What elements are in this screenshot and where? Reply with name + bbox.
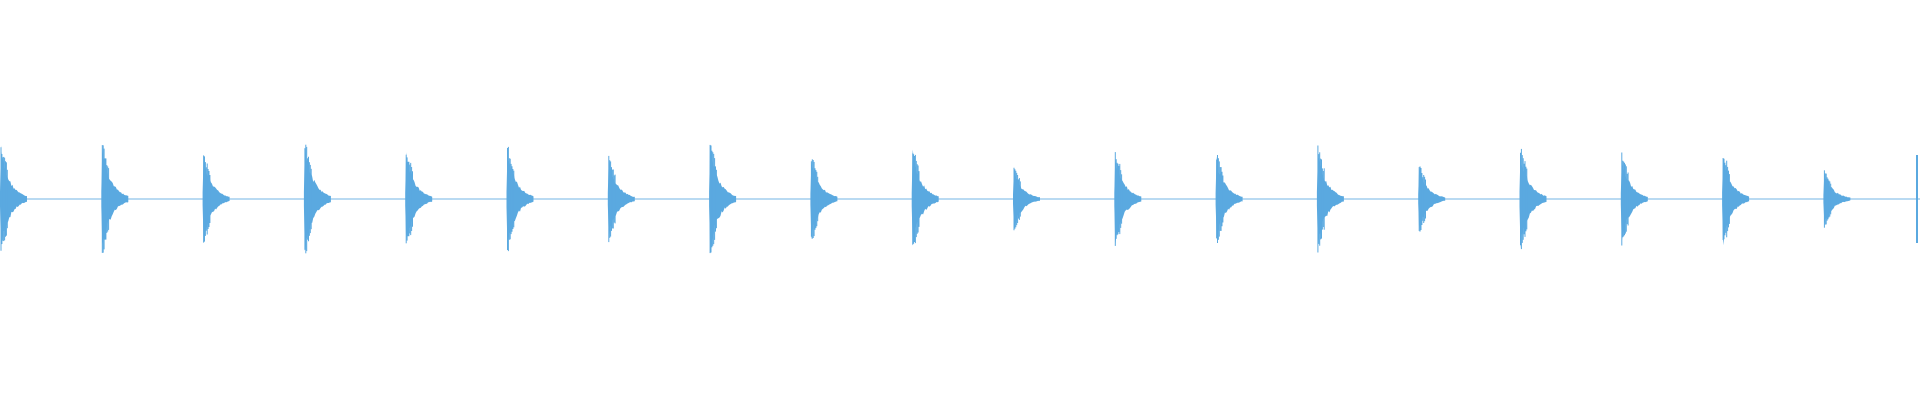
waveform-transient [1013, 167, 1040, 231]
waveform-transient [607, 155, 635, 243]
waveform-transient [405, 152, 433, 244]
waveform-transient [1114, 152, 1142, 246]
waveform-transient [1620, 152, 1648, 246]
waveform-transient [1215, 155, 1243, 243]
waveform-transient [0, 145, 27, 252]
transient-envelope [202, 156, 230, 241]
waveform-transient [911, 149, 939, 246]
waveform-transient [1722, 158, 1750, 246]
waveform-transient [303, 144, 331, 254]
waveform-transient [1823, 170, 1851, 228]
transient-envelope [1013, 167, 1040, 230]
transient-envelope [1418, 166, 1446, 233]
waveform-transient [506, 146, 534, 252]
waveform-transient [101, 145, 129, 253]
waveform-transients [0, 144, 1918, 254]
waveform-transient [1418, 166, 1446, 233]
waveform-transient [202, 155, 230, 243]
transient-envelope [405, 152, 433, 242]
transient-envelope [1114, 156, 1142, 246]
waveform-transient [1519, 148, 1547, 250]
transient-envelope [303, 147, 331, 252]
waveform-transient [810, 159, 838, 240]
transient-envelope [911, 149, 939, 246]
waveform-transient [709, 144, 737, 254]
waveform-transient [1316, 145, 1344, 253]
